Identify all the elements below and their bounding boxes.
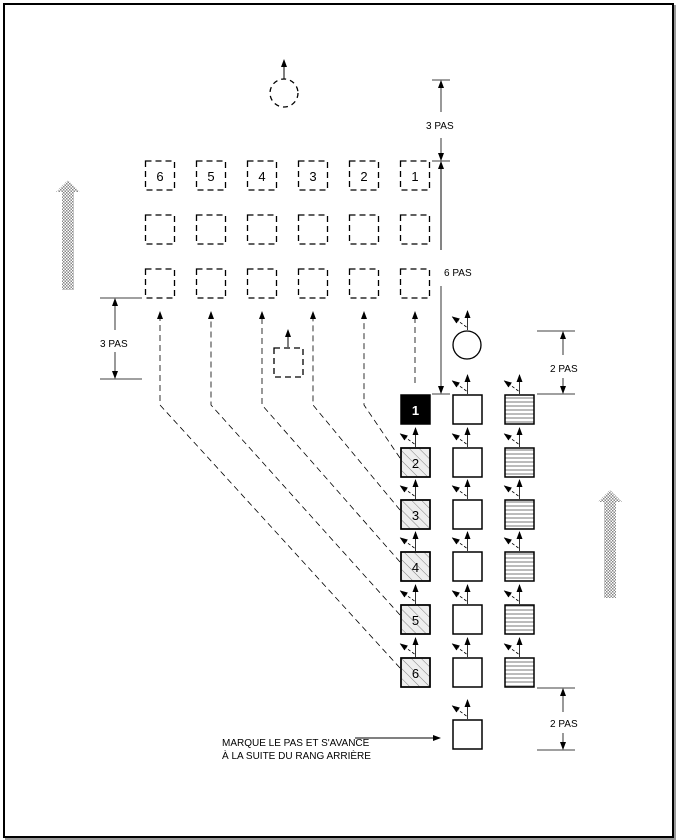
- dimension-left-label: 3 PAS: [100, 339, 128, 350]
- movement-path: [361, 311, 401, 459]
- oblique-arrow: [451, 537, 467, 549]
- ghost-square: [246, 268, 278, 299]
- ghost-number: 4: [258, 169, 265, 184]
- right-file-square: [504, 447, 535, 478]
- oblique-arrow: [451, 590, 467, 602]
- ghost-square: [348, 160, 380, 191]
- guide-ghost-square: [273, 347, 304, 378]
- dimension-middle-label: 6 PAS: [444, 268, 472, 279]
- note-line-2: À LA SUITE DU RANG ARRIÈRE: [222, 749, 371, 762]
- file-number: 3: [412, 508, 419, 523]
- ghost-square: [195, 268, 227, 299]
- oblique-arrow: [503, 433, 519, 445]
- leader-circle: [452, 330, 482, 360]
- ghost-number: 2: [360, 169, 367, 184]
- rear-square: [452, 719, 483, 750]
- hatch-fill: [400, 551, 431, 582]
- leader-ghost-circle: [269, 78, 299, 108]
- dimension-right-bottom-label: 2 PAS: [550, 719, 578, 730]
- hatch-fill: [400, 447, 431, 478]
- file-number: 4: [412, 560, 419, 575]
- middle-file-square: [452, 499, 483, 530]
- hatch-fill: [400, 604, 431, 635]
- oblique-arrow: [451, 433, 467, 445]
- march-direction-arrow-left: [56, 180, 80, 290]
- oblique-arrow: [399, 590, 415, 602]
- dimension-top-label: 3 PAS: [426, 121, 454, 132]
- oblique-arrow: [451, 705, 467, 717]
- oblique-arrow: [451, 643, 467, 655]
- ghost-square: [144, 160, 176, 191]
- right-file-square: [504, 551, 535, 582]
- right-file-square: [504, 394, 535, 425]
- march-direction-arrow-right: [598, 490, 622, 598]
- oblique-arrow: [451, 316, 467, 328]
- oblique-arrow: [503, 590, 519, 602]
- oblique-arrow: [503, 643, 519, 655]
- oblique-arrow: [503, 380, 519, 392]
- oblique-arrow: [399, 643, 415, 655]
- ghost-square: [144, 268, 176, 299]
- ghost-number: 6: [156, 169, 163, 184]
- ghost-square: [246, 214, 278, 245]
- ghost-square: [348, 214, 380, 245]
- note-line-1: MARQUE LE PAS ET S'AVANCE: [222, 738, 370, 749]
- file-number: 5: [412, 613, 419, 628]
- oblique-arrow: [503, 537, 519, 549]
- hatch-fill: [400, 499, 431, 530]
- ghost-number: 3: [309, 169, 316, 184]
- ghost-number: 1: [411, 169, 418, 184]
- middle-file-square: [452, 447, 483, 478]
- right-file-square: [504, 499, 535, 530]
- ghost-square: [297, 214, 329, 245]
- oblique-arrow: [451, 485, 467, 497]
- file-number: 2: [412, 456, 419, 471]
- ghost-square: [297, 160, 329, 191]
- ghost-square: [399, 268, 431, 299]
- middle-file-square: [452, 551, 483, 582]
- movement-path: [310, 311, 401, 511]
- ghost-square: [297, 268, 329, 299]
- file-number: 6: [412, 666, 419, 681]
- file-square-1: [400, 394, 431, 425]
- middle-file-square: [452, 657, 483, 688]
- oblique-arrow: [503, 485, 519, 497]
- hatch-fill: [400, 657, 431, 688]
- ghost-square: [246, 160, 278, 191]
- oblique-arrow: [399, 433, 415, 445]
- movement-path: [208, 311, 401, 616]
- movement-path: [259, 311, 401, 563]
- ghost-square: [195, 214, 227, 245]
- middle-file-square: [452, 394, 483, 425]
- right-file-square: [504, 604, 535, 635]
- oblique-arrow: [399, 485, 415, 497]
- oblique-arrow: [451, 380, 467, 392]
- ghost-square: [399, 160, 431, 191]
- file-number: 1: [412, 403, 419, 418]
- ghost-number: 5: [207, 169, 214, 184]
- ghost-square: [348, 268, 380, 299]
- middle-file-square: [452, 604, 483, 635]
- diagram-frame: [3, 3, 674, 838]
- ghost-square: [144, 214, 176, 245]
- dimension-right-top-label: 2 PAS: [550, 364, 578, 375]
- ghost-square: [399, 214, 431, 245]
- ghost-square: [195, 160, 227, 191]
- right-file-square: [504, 657, 535, 688]
- oblique-arrow: [399, 537, 415, 549]
